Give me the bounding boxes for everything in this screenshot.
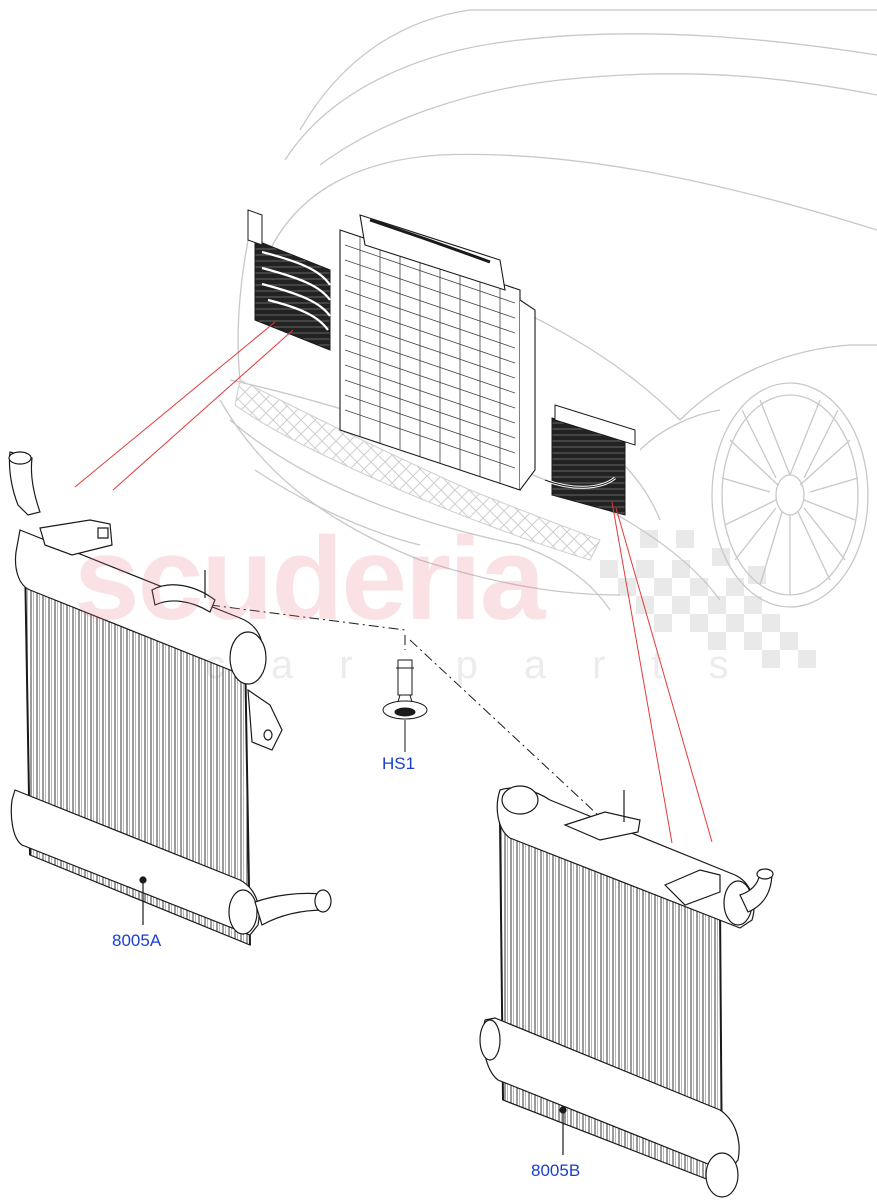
- vehicle-outline: [219, 9, 877, 611]
- oil-cooler-8005b: [479, 785, 774, 1198]
- fastener-path: [209, 604, 599, 816]
- bumper-grille: [234, 379, 601, 561]
- radiator-assembly: [339, 214, 536, 491]
- watermark-subtitle: car parts: [205, 643, 775, 687]
- watermark-brand: scuderia: [74, 513, 545, 645]
- right-cooler-in-vehicle: [544, 404, 636, 516]
- oil-cooler-8005a: [8, 451, 332, 946]
- callout-8005a[interactable]: 8005A: [112, 931, 162, 950]
- left-cooler-in-vehicle: [247, 209, 331, 351]
- wheel: [711, 382, 869, 608]
- bolt-hs1: [382, 659, 428, 752]
- leader-lines: [74, 321, 713, 844]
- callout-hs1[interactable]: HS1: [382, 754, 416, 773]
- callout-8005b[interactable]: 8005B: [531, 1161, 581, 1180]
